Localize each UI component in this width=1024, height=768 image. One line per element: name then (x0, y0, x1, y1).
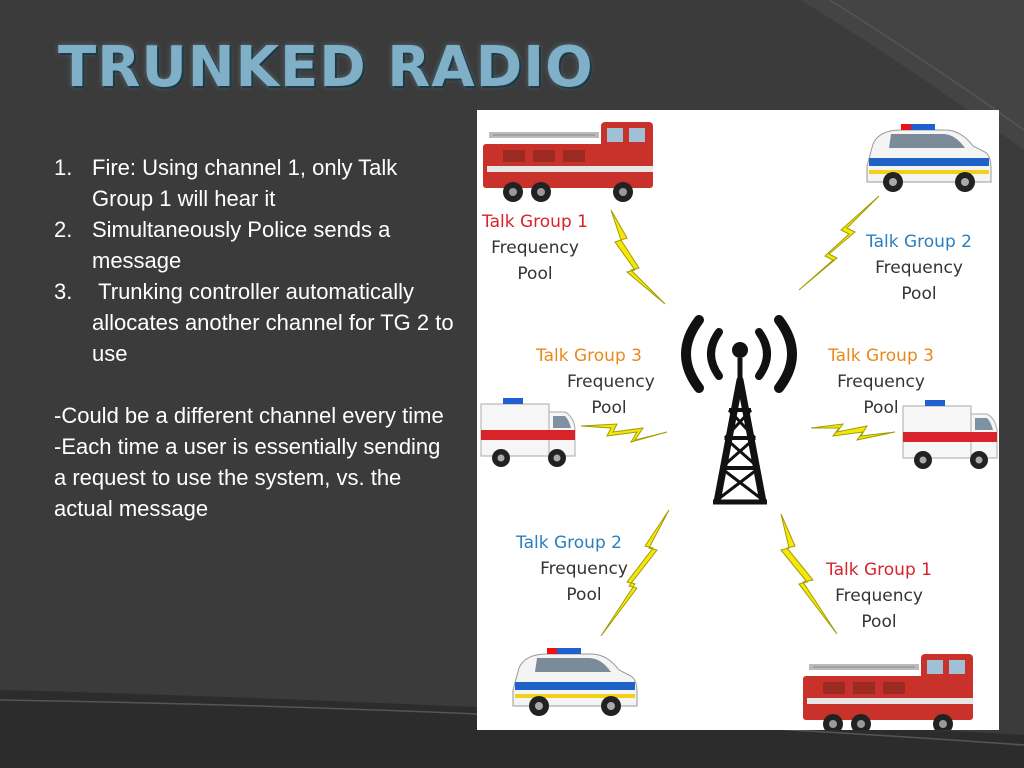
list-text: Trunking controller automatically alloca… (92, 279, 460, 366)
list-text: Simultaneously Police sends a message (92, 217, 391, 273)
frequency-pool-label: Talk Group 2 Frequency Pool (507, 530, 631, 608)
talk-group-label: Talk Group 2 (866, 232, 972, 252)
frequency-label: Frequency (875, 258, 963, 278)
talk-group-label: Talk Group 1 (826, 560, 932, 580)
frequency-label: Frequency (837, 372, 925, 392)
lightning-bolt-icon (780, 513, 838, 635)
frequency-label: Frequency (540, 559, 628, 579)
talk-group-label: Talk Group 3 (536, 346, 642, 366)
police-car-image (866, 123, 992, 193)
frequency-pool-label: Talk Group 1 Frequency Pool (477, 209, 593, 287)
frequency-pool-label: Talk Group 1 Frequency Pool (817, 557, 941, 635)
pool-label: Pool (901, 284, 937, 304)
notes: -Could be a different channel every time… (54, 400, 454, 524)
numbered-list: 1. Fire: Using channel 1, only Talk Group… (54, 152, 454, 369)
frequency-pool-label: Talk Group 3 Frequency Pool (819, 343, 943, 421)
pool-label: Pool (517, 264, 553, 284)
fire-truck-image (482, 121, 654, 203)
talk-group-label: Talk Group 1 (482, 212, 588, 232)
lightning-bolt-icon (610, 209, 666, 305)
list-item: 3. Trunking controller automatically all… (54, 276, 454, 369)
pool-label: Pool (863, 398, 899, 418)
slide-body: 1. Fire: Using channel 1, only Talk Group… (54, 152, 454, 524)
pool-label: Pool (861, 612, 897, 632)
list-item: 1. Fire: Using channel 1, only Talk Group… (54, 152, 454, 214)
frequency-pool-label: Talk Group 3 Frequency Pool (527, 343, 655, 421)
list-text: Fire: Using channel 1, only Talk Group 1… (92, 155, 398, 211)
frequency-label: Frequency (835, 586, 923, 606)
lightning-bolt-icon (580, 423, 668, 443)
list-number: 1. (54, 155, 73, 180)
pool-label: Pool (566, 585, 602, 605)
slide-title: TRUNKED RADIO (58, 35, 594, 100)
diagram-graphics (480, 121, 998, 730)
pool-label: Pool (591, 398, 627, 418)
frequency-label: Frequency (491, 238, 579, 258)
lightning-bolt-icon (600, 509, 670, 637)
talk-group-label: Talk Group 3 (828, 346, 934, 366)
trunking-diagram: Talk Group 1 Frequency Pool Talk Group 2… (477, 110, 999, 730)
lightning-bolt-icon (810, 423, 896, 441)
list-item: 2. Simultaneously Police sends a message (54, 214, 454, 276)
police-car-image (512, 647, 638, 717)
frequency-label: Frequency (567, 372, 655, 392)
list-number: 2. (54, 217, 73, 242)
fire-truck-image (802, 653, 974, 730)
talk-group-label: Talk Group 2 (516, 533, 622, 553)
radio-tower-icon (681, 315, 797, 505)
list-number: 3. (54, 279, 73, 304)
lightning-bolt-icon (798, 195, 880, 291)
note-line: -Each time a user is essentially sending… (54, 434, 441, 521)
note-line: -Could be a different channel every time (54, 403, 444, 428)
frequency-pool-label: Talk Group 2 Frequency Pool (857, 229, 981, 307)
